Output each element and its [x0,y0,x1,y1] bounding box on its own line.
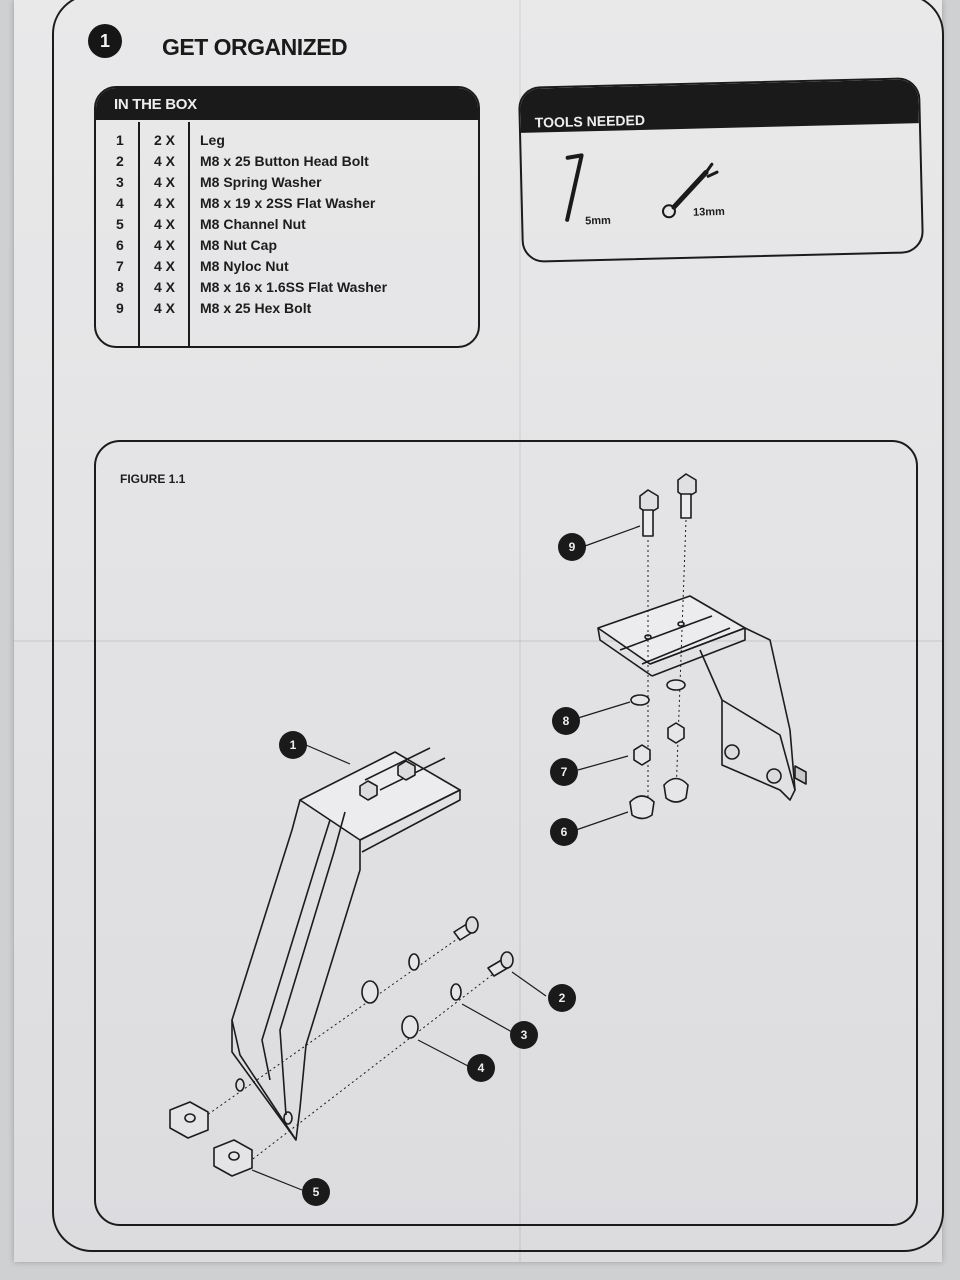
spring-washer [408,953,420,971]
callout-6: 6 [550,818,578,846]
item-number: 9 [116,300,124,316]
leg-part [231,747,461,1141]
callout-7: 7 [550,758,578,786]
item-number: 1 [116,132,124,148]
figure-label: FIGURE 1.1 [120,472,186,486]
item-description: M8 x 25 Hex Bolt [200,300,312,316]
paper-fold-horizontal [14,640,942,642]
flat-washer [630,694,650,706]
item-quantity: 4 X [154,174,176,190]
column-divider [138,122,140,346]
alignment-lines [199,519,687,1166]
list-item: 1 2 X Leg [96,132,478,153]
tools-illustration [565,153,719,222]
item-number: 2 [116,153,124,169]
list-item: 6 4 X M8 Nut Cap [96,237,478,258]
flat-washer [361,980,379,1004]
paper-fold-vertical [519,0,521,1262]
callout-2: 2 [548,984,576,1012]
item-quantity: 4 X [154,195,176,211]
hex-bolt-head [359,760,416,801]
button-head-bolt [453,916,479,941]
item-description: M8 Channel Nut [200,216,306,232]
step-number-badge: 1 [88,24,122,58]
item-description: M8 Nyloc Nut [200,258,289,274]
list-item: 4 4 X M8 x 19 x 2SS Flat Washer [96,195,478,216]
spring-washer [450,983,462,1001]
page-title: GET ORGANIZED [162,34,348,60]
allen-key-icon [565,153,584,222]
item-description: M8 Spring Washer [200,174,322,190]
item-description: M8 x 16 x 1.6SS Flat Washer [200,279,388,295]
nyloc-nut [667,722,685,744]
in-the-box-panel: IN THE BOX 1 2 X Leg 2 4 X M8 x 25 Butto… [94,86,480,348]
item-quantity: 4 X [154,258,176,274]
item-number: 7 [116,258,124,274]
nut-cap [629,795,655,820]
list-item: 7 4 X M8 Nyloc Nut [96,258,478,279]
item-number: 8 [116,279,124,295]
in-the-box-heading: IN THE BOX [96,88,478,120]
tools-needed-panel: TOOLS NEEDED 5mm 13mm [517,77,925,263]
callout-3: 3 [510,1021,538,1049]
parts-list: 1 2 X Leg 2 4 X M8 x 25 Button Head Bolt… [96,122,478,346]
figure-panel: FIGURE 1.1 [94,440,918,1226]
callout-8: 8 [552,707,580,735]
nut-cap [663,777,689,803]
item-description: M8 x 19 x 2SS Flat Washer [200,195,376,211]
callout-9: 9 [558,533,586,561]
item-quantity: 4 X [154,216,176,232]
item-quantity: 4 X [154,300,176,316]
item-description: M8 Nut Cap [200,237,277,253]
item-quantity: 4 X [154,279,176,295]
nyloc-nut [633,744,651,766]
item-number: 4 [116,195,124,211]
item-quantity: 4 X [154,153,176,169]
callout-5: 5 [302,1178,330,1206]
button-head-bolt [487,951,514,977]
list-item: 8 4 X M8 x 16 x 1.6SS Flat Washer [96,279,478,300]
item-number: 5 [116,216,124,232]
item-quantity: 4 X [154,237,176,253]
column-divider [188,122,190,346]
callout-4: 4 [467,1054,495,1082]
item-number: 6 [116,237,124,253]
item-description: Leg [200,132,225,148]
callout-1: 1 [279,731,307,759]
item-description: M8 x 25 Button Head Bolt [200,153,369,169]
hex-bolt [677,473,697,519]
channel-nut [213,1139,253,1177]
leg-part [597,595,807,801]
flat-washer [666,679,686,691]
callout-leaders [251,525,641,1191]
list-item: 2 4 X M8 x 25 Button Head Bolt [96,153,478,174]
list-item: 9 4 X M8 x 25 Hex Bolt [96,300,478,321]
hex-bolt [639,489,659,537]
page-frame [52,0,944,1252]
channel-nut [169,1101,209,1139]
item-number: 3 [116,174,124,190]
wrench-icon [661,162,719,219]
flat-washer [401,1015,419,1039]
list-item: 5 4 X M8 Channel Nut [96,216,478,237]
list-item: 3 4 X M8 Spring Washer [96,174,478,195]
item-quantity: 2 X [154,132,176,148]
